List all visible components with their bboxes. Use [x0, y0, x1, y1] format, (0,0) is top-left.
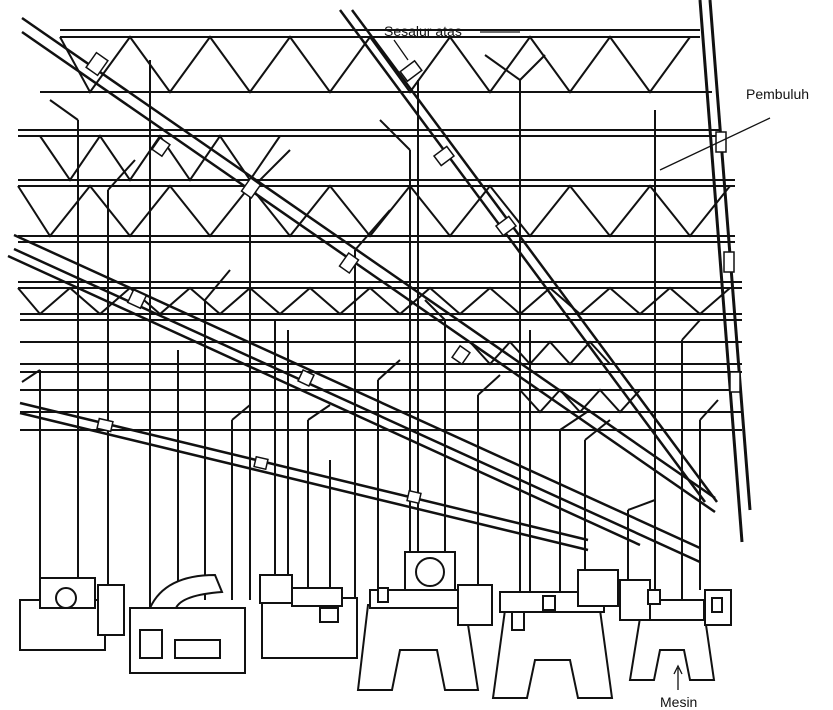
label-overhead-duct: Sesalur atas	[384, 23, 462, 39]
duct-hangers	[85, 51, 518, 505]
vertical-pipe	[698, 0, 752, 543]
machines	[19, 551, 732, 699]
label-machine: Mesin	[660, 694, 697, 710]
label-pipe: Pembuluh	[746, 86, 809, 102]
truss-web	[17, 35, 731, 414]
roof-truss	[18, 29, 742, 431]
label-leaders	[393, 31, 771, 690]
overhead-ducts	[7, 9, 719, 564]
branch-stubs	[21, 54, 719, 511]
